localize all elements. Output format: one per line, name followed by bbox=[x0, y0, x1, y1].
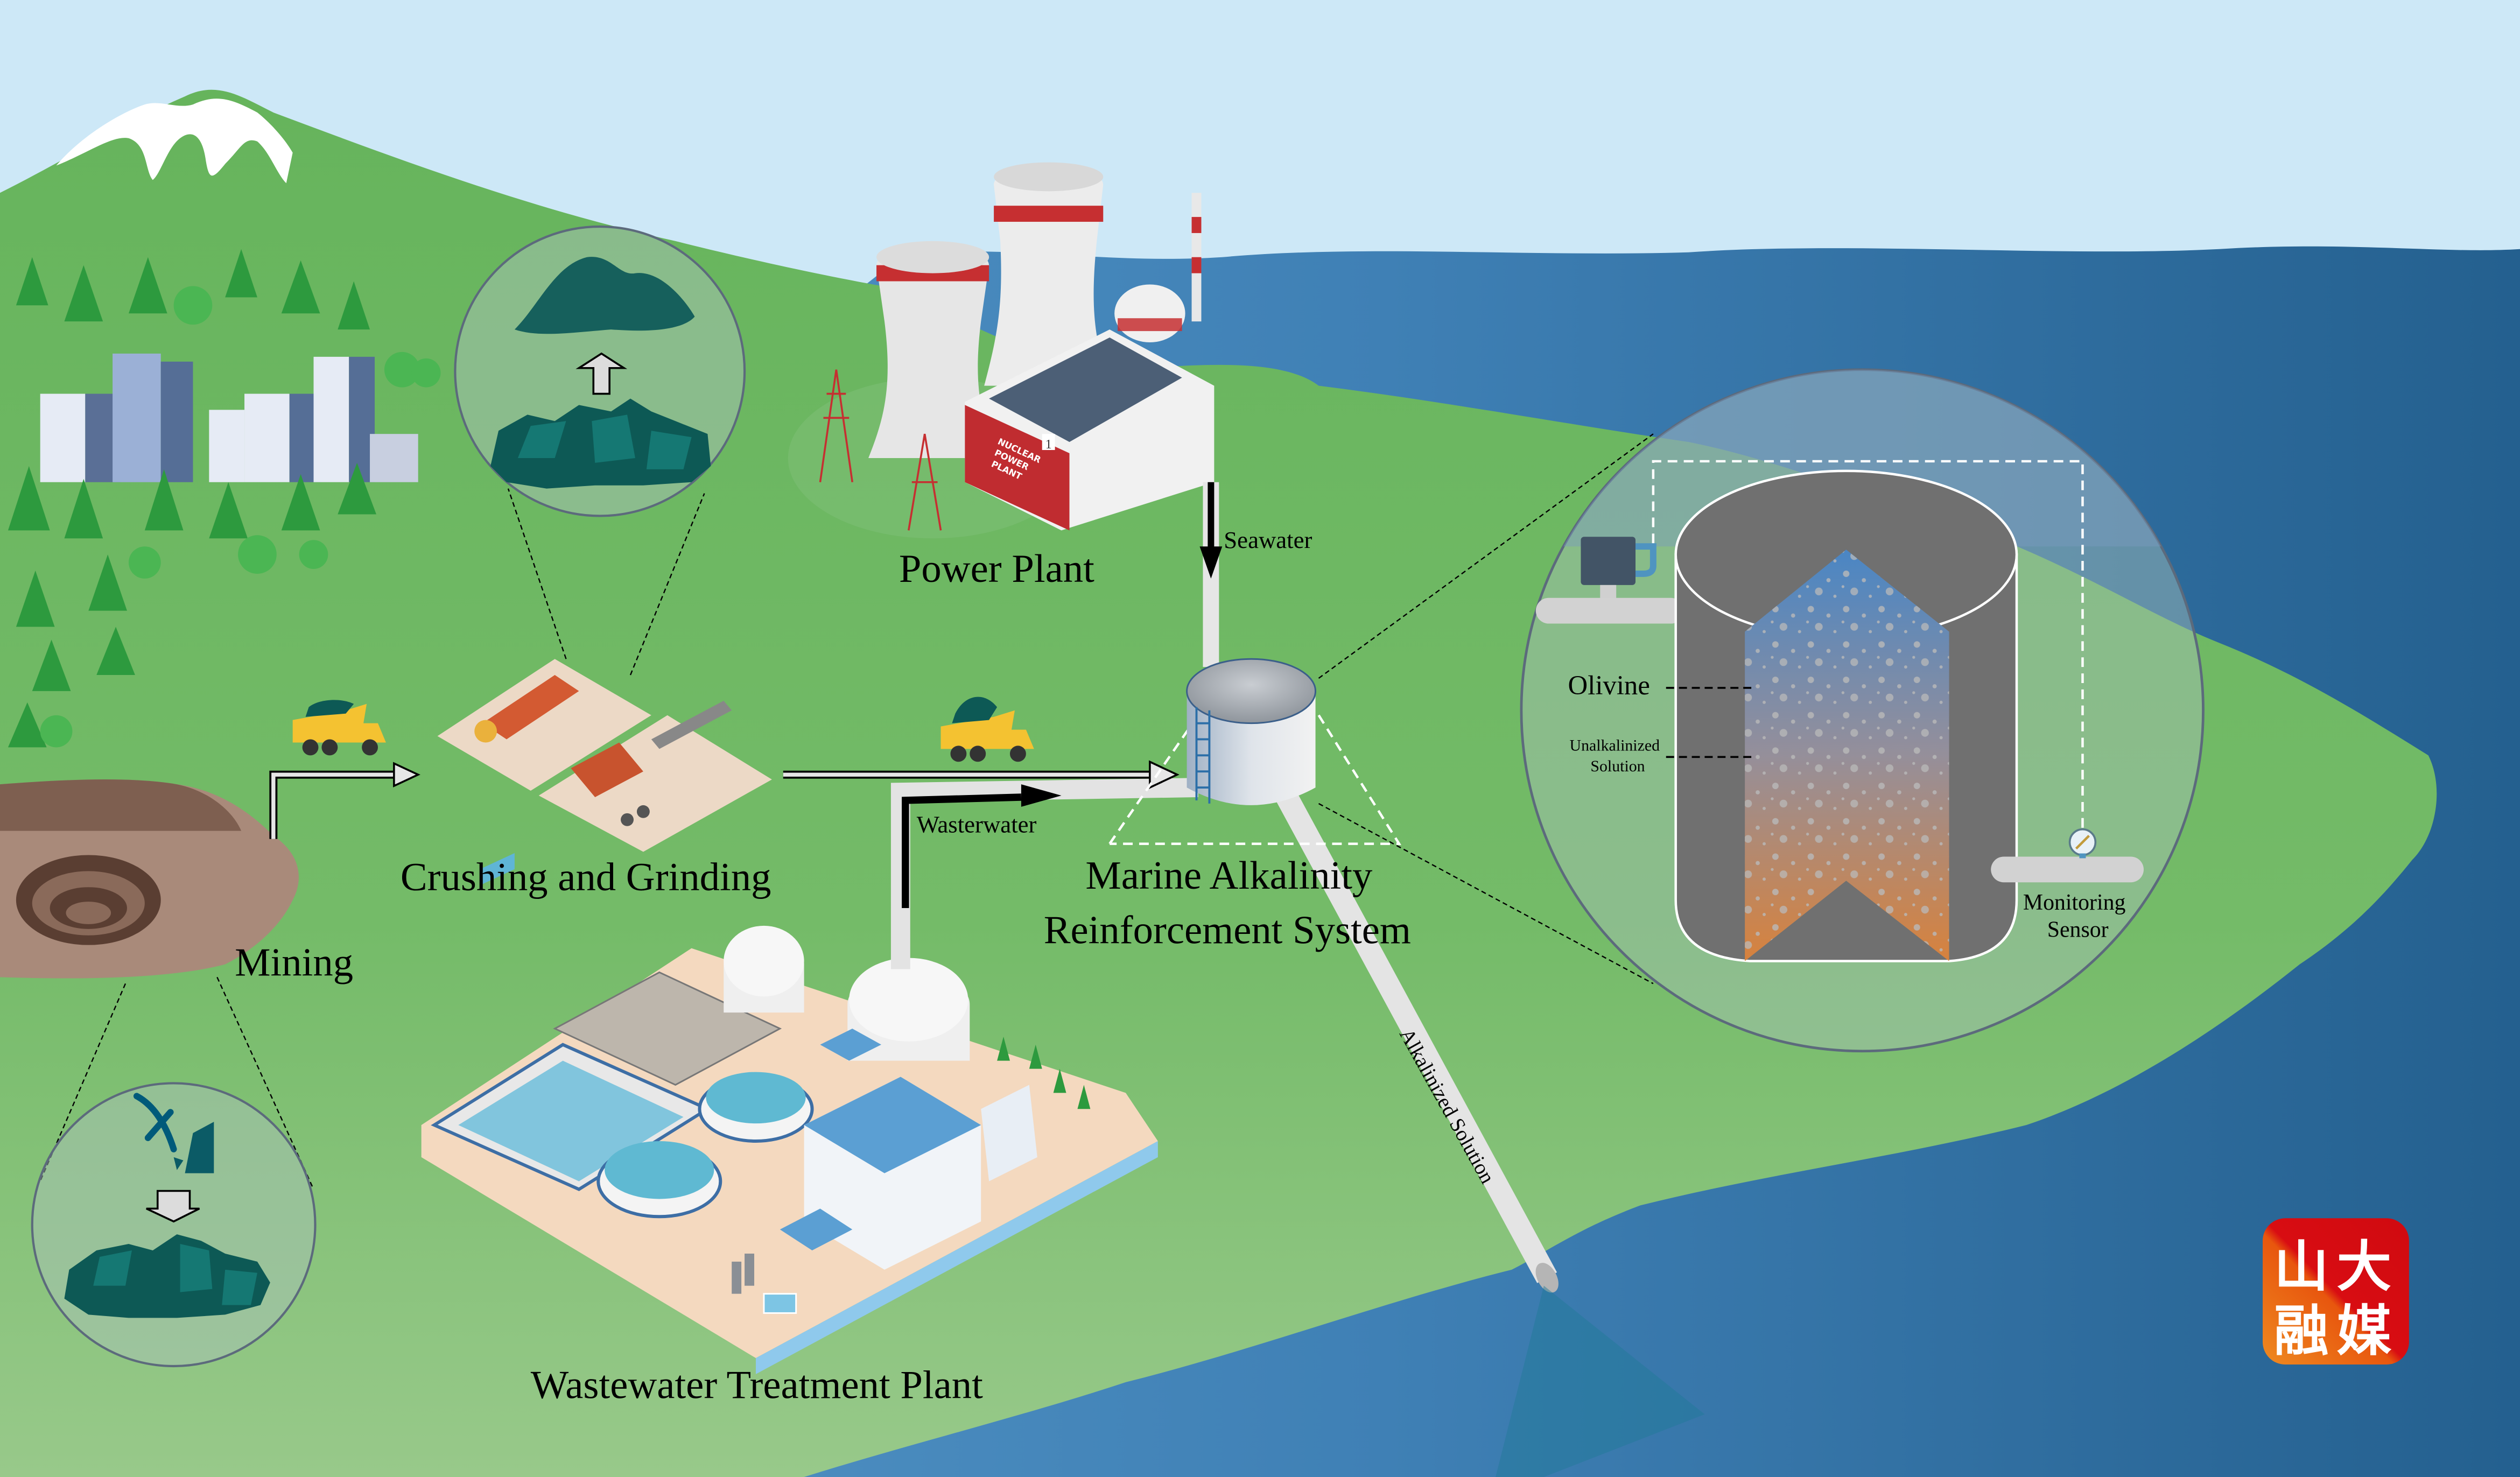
pickaxe-icon bbox=[133, 1093, 214, 1173]
plant-unit-number: 1 bbox=[1045, 438, 1052, 452]
crushing-grinding-label: Crushing and Grinding bbox=[401, 855, 771, 899]
dump-truck-icon bbox=[292, 700, 386, 756]
wastewater-plant-illustration bbox=[421, 853, 1158, 1374]
snow-cap bbox=[56, 99, 293, 184]
alkalized-solution-pipe bbox=[1273, 785, 1557, 1283]
mining-arrowhead bbox=[393, 762, 420, 787]
watermark-char-3: 融 bbox=[2274, 1299, 2329, 1363]
city-and-forest bbox=[8, 249, 441, 748]
power-plant-label: Power Plant bbox=[899, 546, 1094, 591]
unalkalinized-label-line2: Solution bbox=[1590, 757, 1645, 775]
mining-label: Mining bbox=[235, 940, 353, 984]
pipes bbox=[269, 482, 1705, 1477]
wastewater-flow-label: Wasterwater bbox=[917, 811, 1037, 838]
marss-label-line1: Marine Alkalinity bbox=[1085, 853, 1373, 898]
wastewater-plant-label: Wastewater Treatment Plant bbox=[531, 1363, 983, 1408]
mining-detail-callout bbox=[31, 976, 317, 1368]
olivine-label: Olivine bbox=[1568, 670, 1650, 700]
seawater-label: Seawater bbox=[1224, 526, 1312, 553]
olivine-powder-icon bbox=[514, 257, 695, 334]
up-arrow-icon bbox=[575, 352, 628, 395]
dump-truck-icon bbox=[940, 697, 1034, 762]
watermark-char-1: 山 bbox=[2274, 1235, 2329, 1299]
wastewater-arrow-icon bbox=[1021, 784, 1062, 807]
monitoring-sensor-label-line2: Sensor bbox=[2047, 918, 2109, 943]
seawater-arrow-icon bbox=[1199, 546, 1223, 579]
down-arrow-icon bbox=[146, 1190, 200, 1223]
power-plant-illustration: NUCLEAR POWER PLANT 1 bbox=[788, 162, 1215, 539]
watermark-logo: 山 大 融 媒 bbox=[2263, 1218, 2409, 1365]
marine-alkalinity-tank bbox=[1108, 658, 1401, 845]
flow-arrows bbox=[902, 482, 1223, 909]
grinding-detail-callout bbox=[454, 225, 746, 676]
mining-pit-illustration bbox=[0, 779, 299, 979]
unalkalinized-label-line1: Unalkalinized bbox=[1570, 736, 1660, 754]
crushing-machines-illustration bbox=[437, 659, 772, 852]
marss-label-line2: Reinforcement System bbox=[1044, 908, 1411, 953]
watermark-char-2: 大 bbox=[2336, 1235, 2391, 1299]
monitoring-sensor-label-line1: Monitoring bbox=[2023, 890, 2126, 915]
ore-feed-arrowhead bbox=[1149, 760, 1180, 789]
watermark-char-4: 媒 bbox=[2336, 1299, 2391, 1363]
pump-icon bbox=[1581, 537, 1636, 585]
